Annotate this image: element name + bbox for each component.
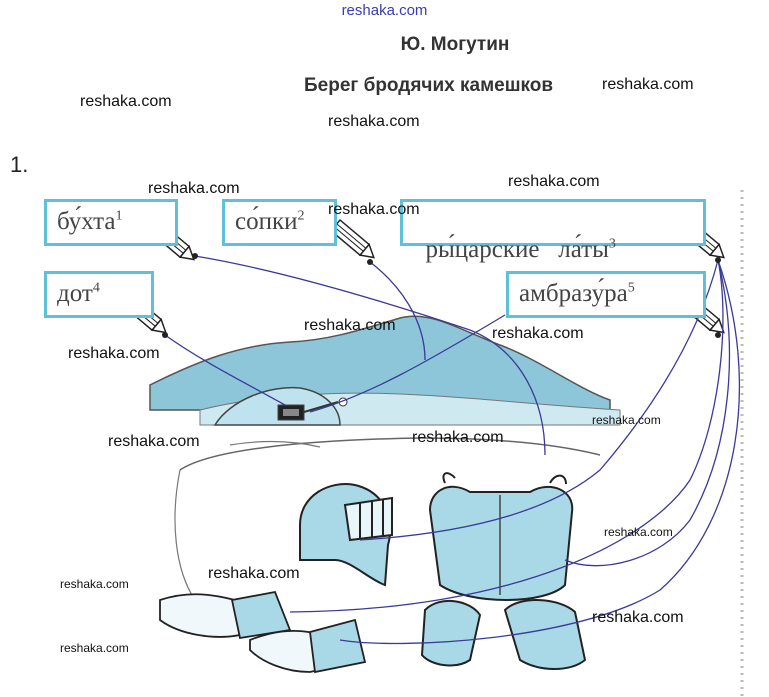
watermark: reshaka.com: [60, 641, 129, 655]
watermark: reshaka.com: [60, 577, 129, 591]
word-box-dot: дот4: [44, 271, 154, 318]
footnote-mark: 5: [627, 280, 635, 296]
author-name: Ю. Могутин: [400, 34, 510, 55]
word-text: бу́хта: [57, 208, 116, 235]
watermark: reshaka.com: [208, 565, 300, 582]
watermark: reshaka.com: [592, 413, 661, 427]
watermark: reshaka.com: [492, 325, 584, 342]
footnote-mark: 4: [92, 280, 100, 296]
word-box-ambrazura: амбразу́ра5: [506, 271, 706, 318]
watermark: reshaka.com: [108, 433, 200, 450]
watermark: reshaka.com: [328, 113, 420, 130]
watermark: reshaka.com: [508, 173, 600, 190]
word-text: со́пки: [235, 208, 298, 235]
word-text: амбразу́ра: [519, 280, 628, 307]
bunker-dot: [213, 386, 348, 426]
footnote-mark: 1: [115, 208, 123, 224]
word-text: дот: [57, 280, 93, 307]
gauntlet-drawing: [159, 590, 367, 674]
word-box-bukhta: бу́хта1: [44, 199, 178, 246]
word-text: ры́царские ла́ты: [425, 236, 609, 263]
watermark: reshaka.com: [68, 345, 160, 362]
exercise-number: 1.: [10, 152, 29, 177]
pencil-icon: [329, 218, 375, 259]
watermark: reshaka.com: [592, 609, 684, 626]
word-box-sopki: со́пки2: [222, 199, 337, 246]
watermark: reshaka.com: [602, 76, 694, 93]
watermark: reshaka.com: [304, 317, 396, 334]
armor-cuirass: [420, 472, 587, 670]
footnote-mark: 3: [608, 236, 616, 252]
footnote-mark: 2: [297, 208, 305, 224]
watermark: reshaka.com: [604, 525, 673, 539]
word-box-rytsarskie-laty: ры́царские ла́ты3: [400, 199, 706, 263]
connector-lines: [164, 255, 741, 645]
watermark: reshaka.com: [148, 180, 240, 197]
knight-helmet: [299, 483, 393, 587]
text-title: Берег бродячих камешков: [304, 75, 554, 96]
watermark: reshaka.com: [412, 429, 504, 446]
watermark: reshaka.com: [328, 201, 420, 218]
watermark: reshaka.com: [80, 93, 172, 110]
trench-drawing: [174, 437, 601, 601]
watermark-top: reshaka.com: [341, 2, 428, 19]
